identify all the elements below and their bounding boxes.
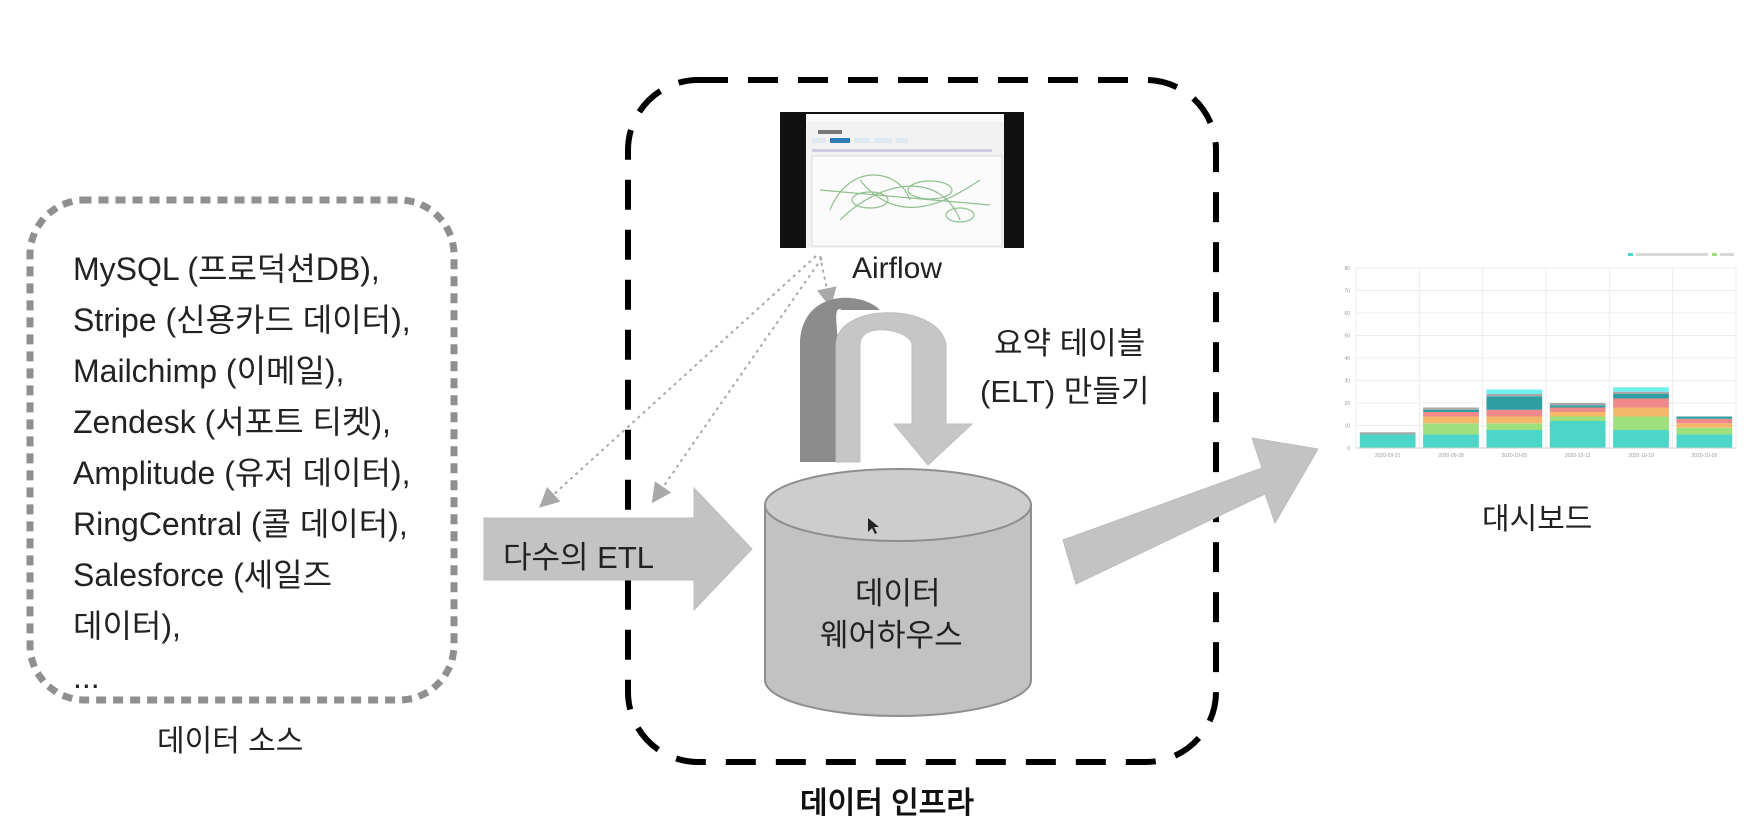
bar-segment [1423, 434, 1479, 448]
dashboard-arrow [1062, 437, 1319, 585]
data-source-item: MySQL (프로덕션DB), [73, 251, 380, 287]
data-source-item: ... [73, 659, 100, 695]
x-tick-label: 2020-10-05 [1502, 453, 1528, 459]
bar-segment [1486, 409, 1543, 417]
airflow-link-line [816, 255, 837, 308]
y-tick-label: 80 [1344, 266, 1350, 272]
y-tick-label: 70 [1344, 289, 1350, 295]
bar-segment [1549, 407, 1606, 412]
bar-segment [1486, 396, 1543, 410]
bar-segment [1613, 430, 1669, 448]
airflow-caption: Airflow [852, 252, 943, 285]
bar-segment [1423, 423, 1479, 435]
bar-segment [1549, 416, 1606, 421]
etl-label: 다수의 ETL [503, 540, 655, 575]
x-tick-label: 2020-10-19 [1628, 453, 1654, 459]
warehouse-label-line1: 데이터 [855, 576, 941, 611]
bar-segment [1423, 416, 1479, 424]
x-tick-label: 2020-10-12 [1565, 453, 1591, 459]
data-source-box [26, 196, 458, 704]
y-tick-label: 20 [1344, 401, 1350, 407]
airflow-screenshot [780, 112, 1024, 248]
bar-segment [1549, 403, 1606, 406]
warehouse-label-line2: 웨어하우스 [820, 618, 963, 653]
elt-label-line1: 요약 테이블 [994, 326, 1146, 361]
bar-segment [1549, 405, 1606, 408]
bar-segment [1676, 423, 1733, 428]
dashboard-chart: 0 10 20 30 40 50 60 70 80 2020-09-21 2020-09-28 202… [1344, 253, 1737, 459]
bar-segment [1676, 416, 1733, 419]
data-source-caption: 데이터 소스 [157, 725, 304, 758]
bar-segment [1613, 407, 1669, 417]
data-source-item: 데이터), [73, 608, 181, 644]
bar-segment [1486, 430, 1543, 448]
data-source-list: MySQL (프로덕션DB), Stripe (신용카드 데이터), Mailc… [73, 244, 411, 703]
y-tick-label: 50 [1344, 334, 1350, 340]
y-tick-label: 60 [1344, 311, 1350, 317]
elt-curved-arrow [800, 297, 974, 466]
bar-segment [1613, 394, 1669, 399]
bar-segment [1613, 416, 1669, 430]
y-tick-label: 10 [1344, 424, 1350, 430]
y-tick-label: 40 [1344, 356, 1350, 362]
cursor-icon [868, 518, 879, 534]
etl-arrow [483, 486, 753, 612]
data-source-item: Mailchimp (이메일), [73, 353, 345, 389]
airflow-link-line [539, 255, 817, 508]
bar-segment [1613, 391, 1669, 394]
y-tick-label: 0 [1347, 446, 1350, 452]
bar-segment [1359, 434, 1416, 448]
legend-swatch [1628, 253, 1633, 256]
bar-segment [1676, 434, 1733, 448]
bar-segment [1486, 394, 1543, 397]
bar-segment [1486, 416, 1543, 424]
data-source-item: Stripe (신용카드 데이터), [73, 302, 411, 338]
data-source-item: RingCentral (콜 데이터), [73, 506, 408, 542]
bar-segment [1549, 412, 1606, 417]
airflow-link-line [651, 257, 823, 504]
dashboard-caption: 대시보드 [1482, 503, 1593, 536]
y-tick-label: 30 [1344, 379, 1350, 385]
bar-segment [1613, 387, 1669, 392]
bar-segment [1486, 423, 1543, 430]
bar-segment [1676, 418, 1733, 424]
bar-segment [1613, 398, 1669, 408]
data-source-item: Salesforce (세일즈 [73, 557, 333, 593]
legend-text-placeholder [1720, 253, 1734, 256]
data-source-item: Zendesk (서포트 티켓), [73, 404, 391, 440]
data-source-item: Amplitude (유저 데이터), [73, 455, 411, 491]
bar-segment [1423, 407, 1479, 410]
warehouse-cylinder [764, 468, 1032, 717]
bar-segment [1359, 432, 1416, 435]
x-tick-label: 2020-10-26 [1692, 453, 1718, 459]
data-infra-caption: 데이터 인프라 [800, 787, 974, 820]
bar-segment [1549, 421, 1606, 448]
elt-label-line2: (ELT) 만들기 [980, 374, 1150, 409]
legend-text-placeholder [1636, 253, 1708, 256]
bar-segment [1486, 389, 1543, 394]
x-tick-label: 2020-09-28 [1438, 453, 1464, 459]
legend-swatch [1712, 253, 1717, 256]
data-infra-box [625, 77, 1219, 765]
x-tick-label: 2020-09-21 [1375, 453, 1401, 459]
bar-segment [1423, 409, 1479, 412]
bar-segment [1676, 427, 1733, 435]
bar-segment [1423, 412, 1479, 417]
